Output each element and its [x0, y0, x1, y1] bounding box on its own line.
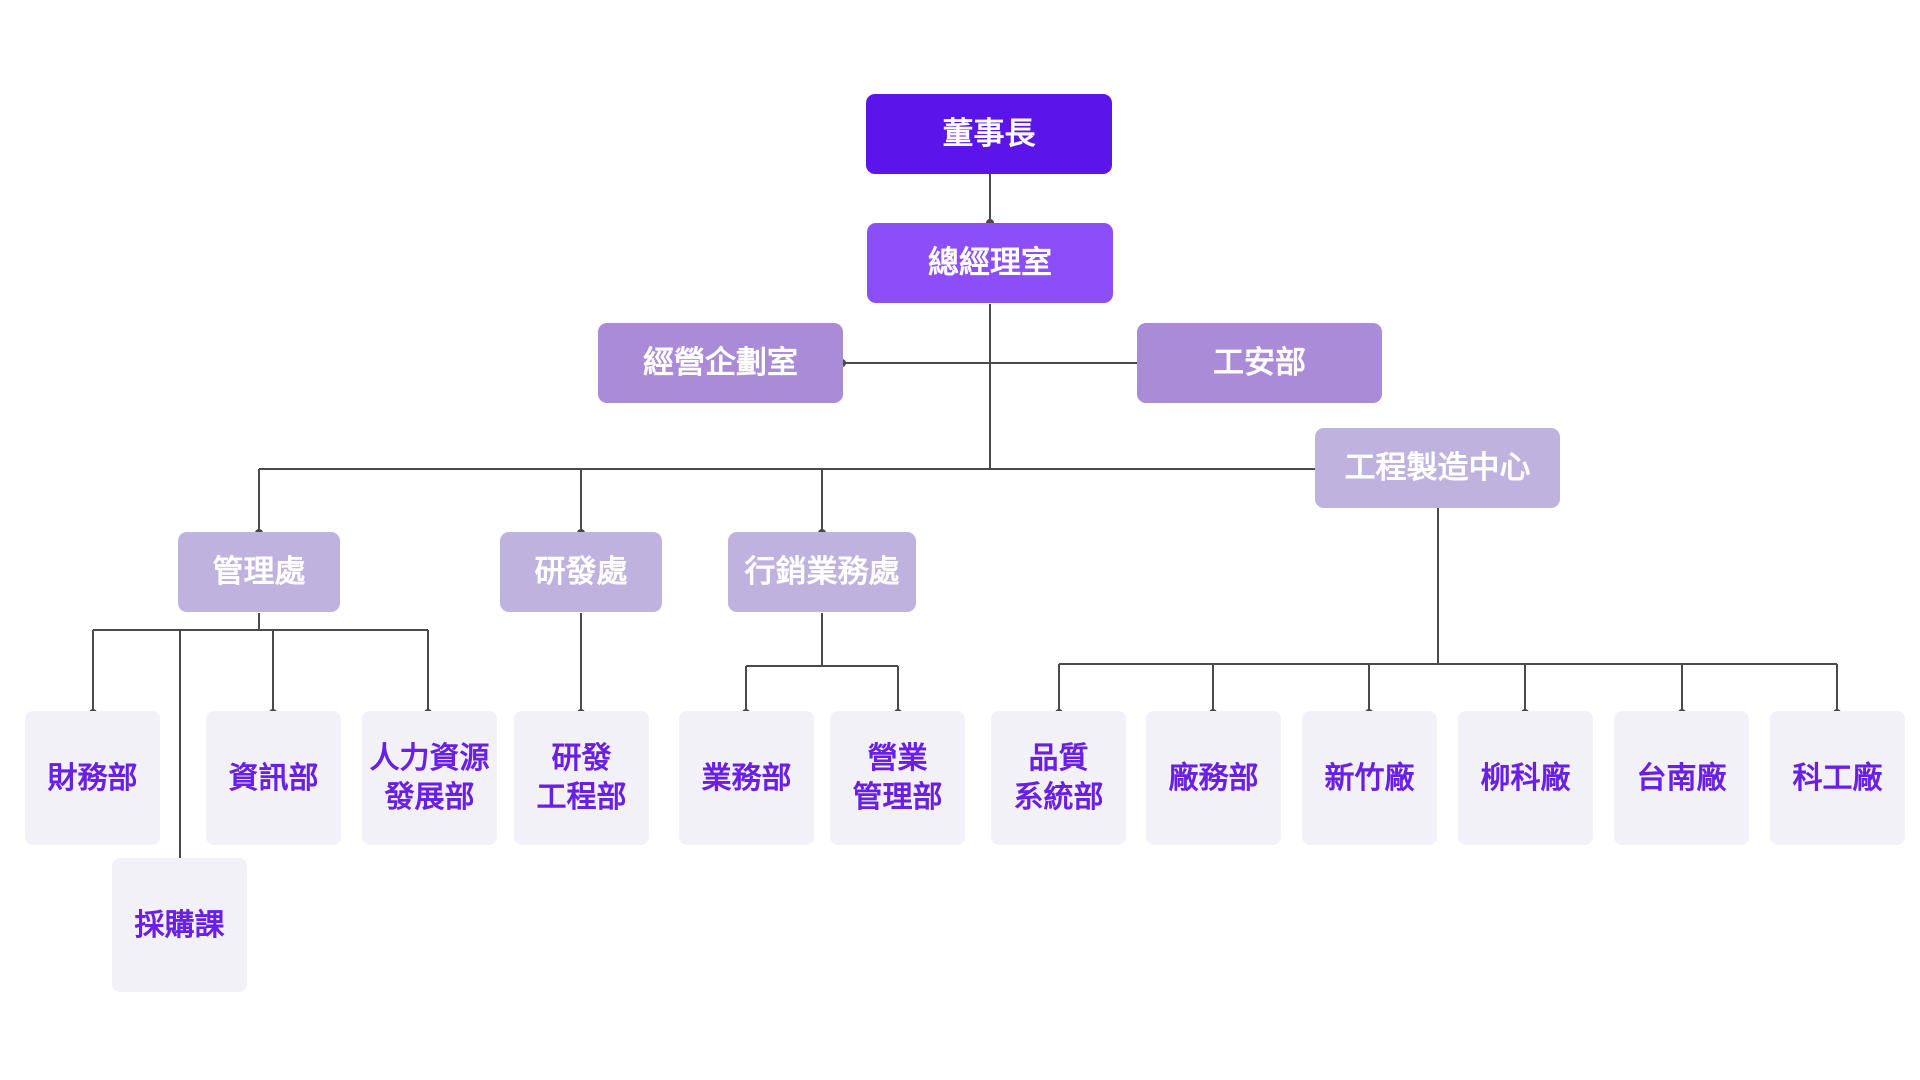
node-label-line-2: 工程部	[536, 780, 627, 815]
node-liouke-plant: 柳科廠	[1458, 711, 1593, 845]
node-label-line-1: 品質	[1028, 741, 1089, 776]
node-it-dept: 資訊部	[206, 711, 341, 845]
node-label: 總經理室	[928, 244, 1052, 281]
node-label-line-1: 人力資源	[369, 741, 490, 776]
node-management-division: 管理處	[178, 532, 340, 612]
node-label: 董事長	[942, 115, 1036, 152]
node-quality-system-dept: 品質 系統部	[991, 711, 1126, 845]
node-label: 採購課	[134, 907, 225, 943]
node-procurement-section: 採購課	[112, 858, 247, 992]
node-label: 廠務部	[1168, 760, 1259, 796]
node-label-line-2: 管理部	[852, 780, 943, 815]
node-tainan-plant: 台南廠	[1614, 711, 1749, 845]
node-hr-dept: 人力資源 發展部	[362, 711, 497, 845]
node-safety-dept: 工安部	[1137, 323, 1382, 403]
node-label: 財務部	[47, 760, 138, 796]
node-sales-dept: 業務部	[679, 711, 814, 845]
node-label-line-2: 系統部	[1013, 780, 1104, 815]
node-label: 台南廠	[1636, 760, 1727, 796]
node-label: 行銷業務處	[744, 553, 900, 590]
node-chairman: 董事長	[866, 94, 1112, 174]
node-label-line-1: 營業	[867, 741, 928, 776]
node-plant-affairs-dept: 廠務部	[1146, 711, 1281, 845]
node-label-line-1: 研發	[551, 741, 612, 776]
node-rd-engineering-dept: 研發 工程部	[514, 711, 649, 845]
node-label: 經營企劃室	[643, 344, 798, 381]
node-label: 科工廠	[1792, 760, 1883, 796]
node-rd-division: 研發處	[500, 532, 662, 612]
node-label: 新竹廠	[1324, 760, 1415, 796]
node-label: 柳科廠	[1480, 760, 1571, 796]
node-planning-office: 經營企劃室	[598, 323, 843, 403]
node-kegong-plant: 科工廠	[1770, 711, 1905, 845]
node-hsinchu-plant: 新竹廠	[1302, 711, 1437, 845]
node-label: 工程製造中心	[1344, 449, 1531, 486]
node-sales-management-dept: 營業 管理部	[830, 711, 965, 845]
node-label: 業務部	[701, 760, 792, 796]
node-label: 工安部	[1213, 344, 1306, 381]
node-label: 資訊部	[228, 760, 319, 796]
node-finance-dept: 財務部	[25, 711, 160, 845]
node-label: 管理處	[212, 553, 306, 590]
node-engineering-center: 工程製造中心	[1315, 428, 1560, 508]
node-sales-division: 行銷業務處	[728, 532, 916, 612]
node-gm-office: 總經理室	[867, 223, 1113, 303]
node-label-line-2: 發展部	[384, 780, 475, 815]
node-label: 研發處	[534, 553, 628, 590]
